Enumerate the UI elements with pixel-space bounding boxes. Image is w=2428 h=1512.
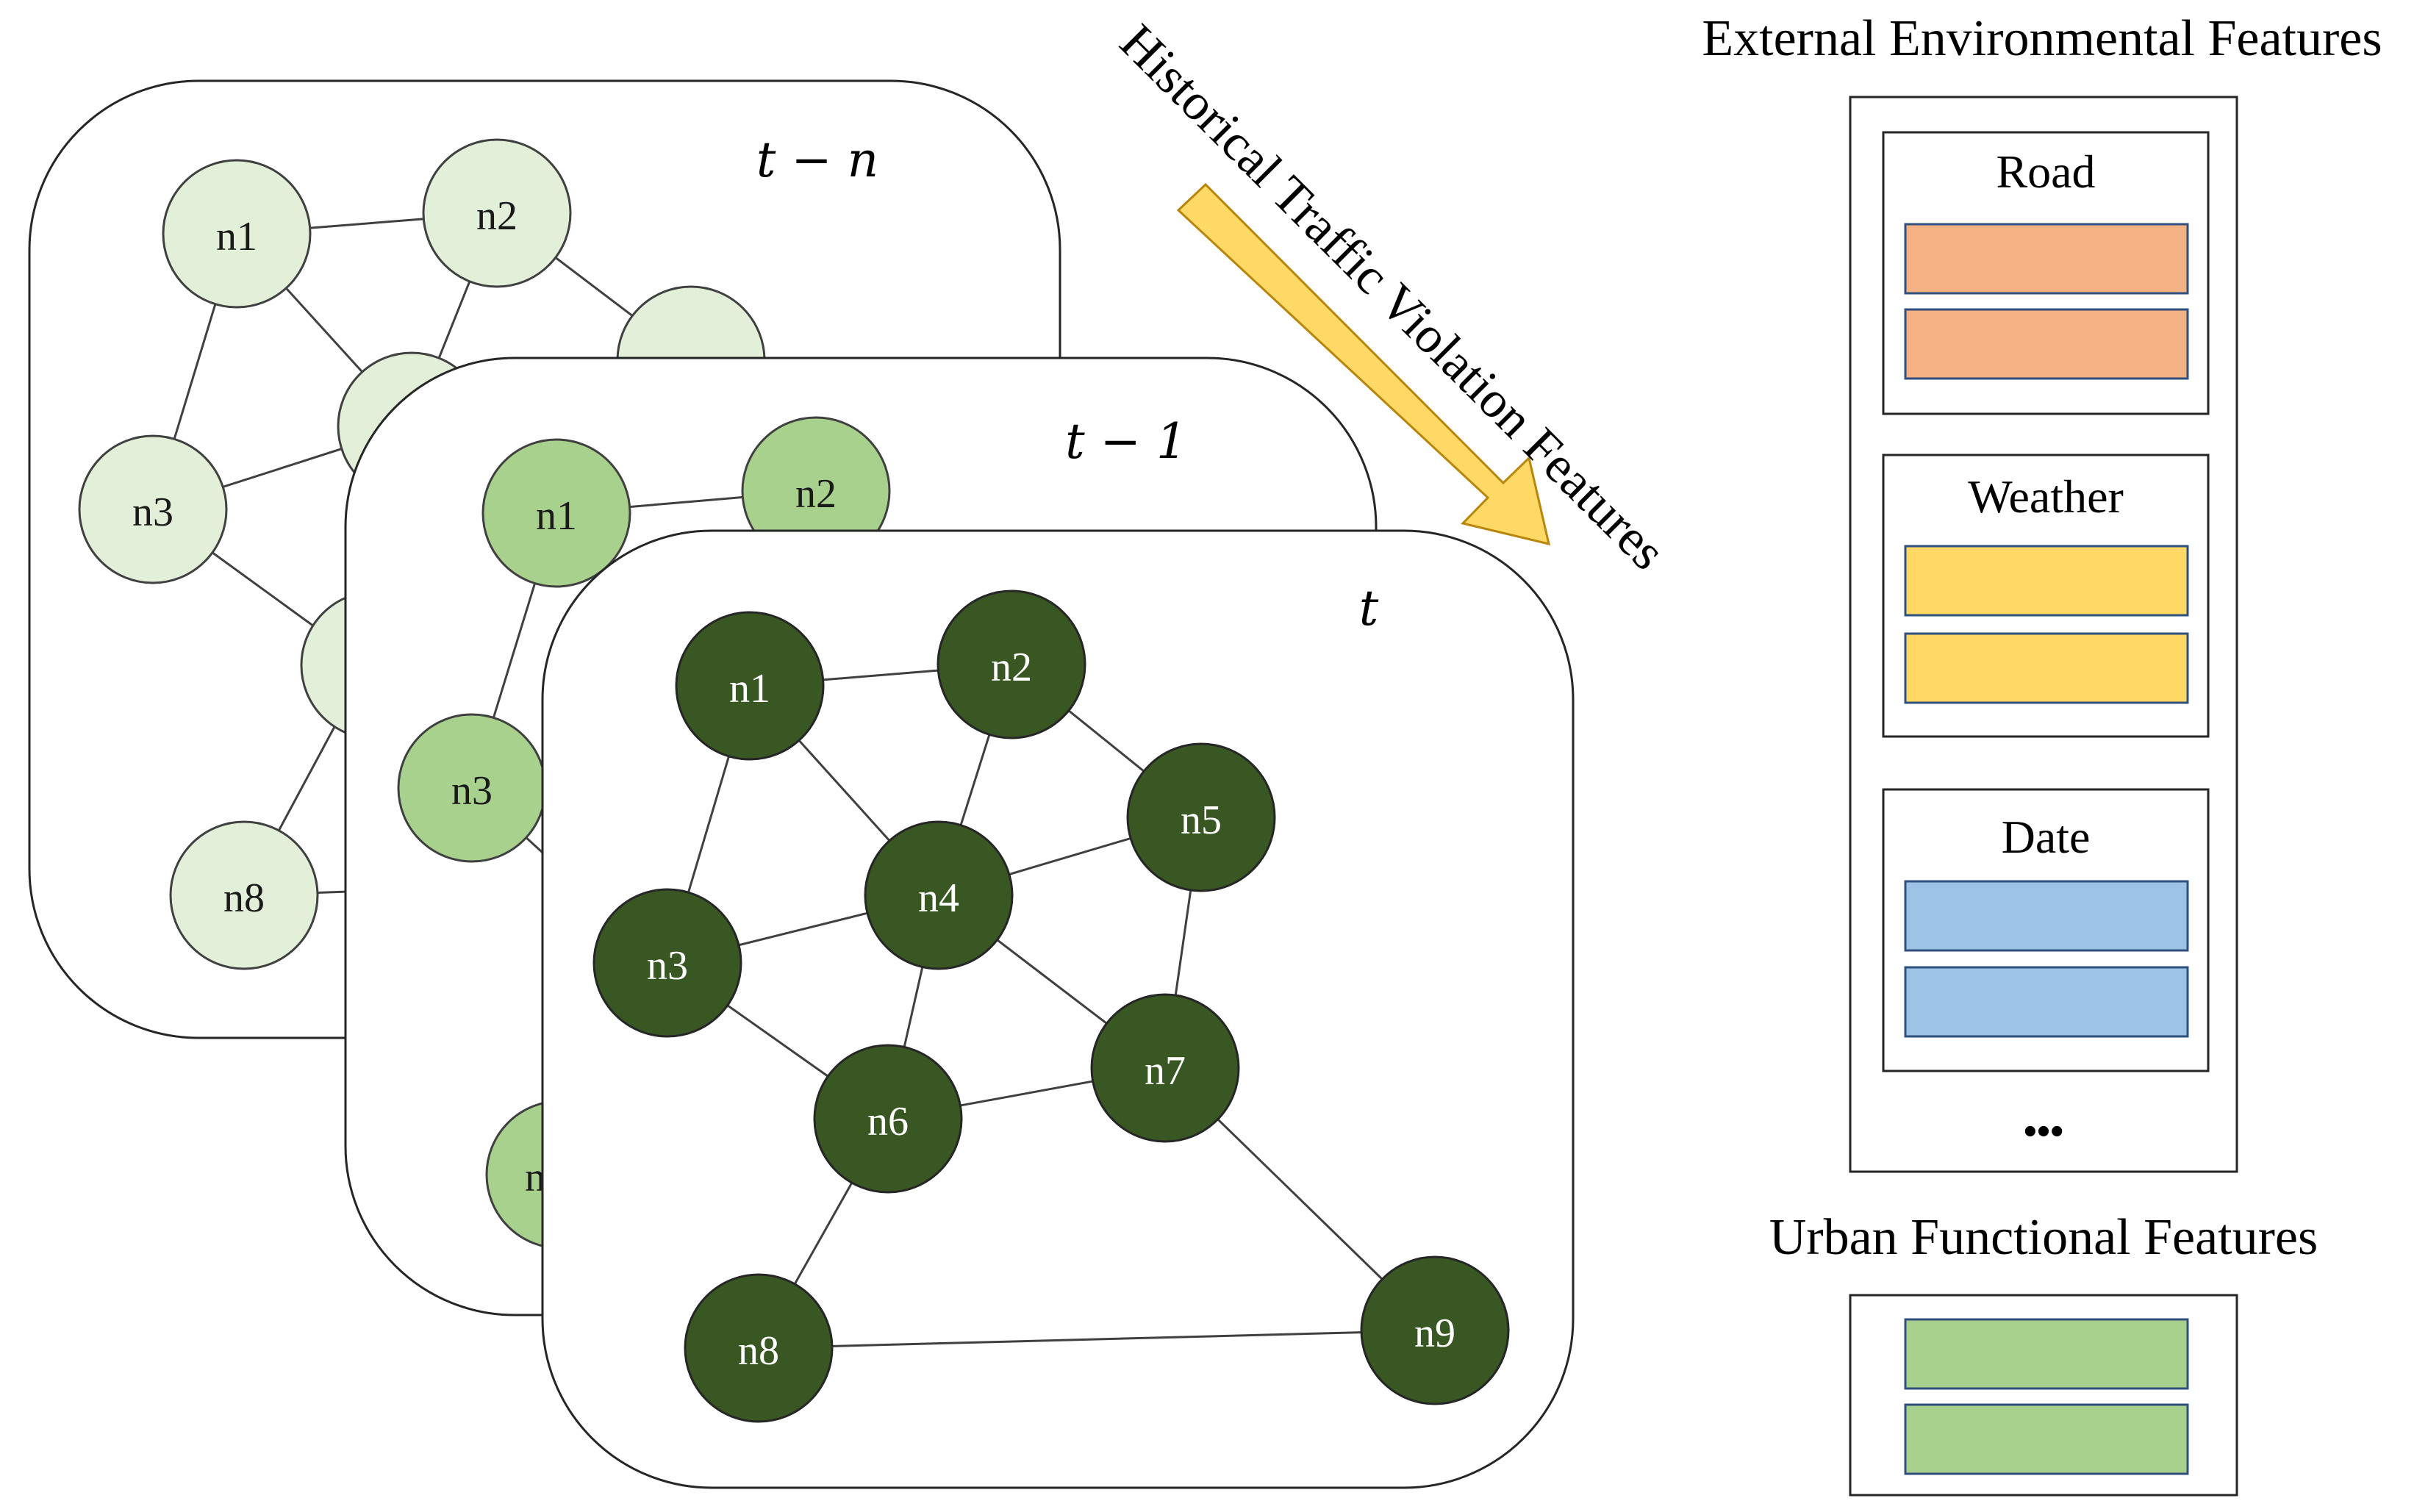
node-label: n2 [476,193,518,239]
group-road: Road [1882,131,2210,415]
date-feature-bar [1904,880,2189,952]
urban-feature-bar [1904,1318,2189,1390]
node-n1 [675,611,825,761]
weather-feature-bar [1904,632,2189,704]
frame-t: n1 n2 n3 n4 n5 n6 n7 n8 n9 t [541,529,1575,1489]
node-n4 [864,820,1014,970]
road-feature-bar [1904,308,2189,380]
node-label: n1 [536,493,577,539]
node-label-n1: n1 [729,666,770,712]
group-date-title: Date [2002,811,2091,863]
node-n3 [592,888,742,1038]
external-panel-title: External Environmental Features [1702,10,2382,67]
urban-features-panel: Urban Functional Features [1769,1209,2318,1497]
node-label-n3: n3 [647,943,688,989]
node-n3 [78,434,228,584]
frame-t-border [541,529,1575,1489]
group-road-title: Road [1996,146,2095,198]
node-label-n9: n9 [1414,1311,1455,1356]
urban-panel-title: Urban Functional Features [1769,1209,2318,1266]
node-n2 [937,590,1086,739]
node-n7 [1090,993,1240,1143]
group-date: Date [1882,788,2210,1072]
node-label: n3 [451,768,493,814]
frame-t-nodes: n1 n2 n3 n4 n5 n6 n7 n8 n9 [592,590,1510,1423]
node-label-n8: n8 [738,1328,779,1374]
arrow-shape [1176,182,1551,546]
node-label-n2: n2 [991,645,1032,690]
frame-label-t-minus-1: t − 1 [1065,413,1187,470]
node-n8 [169,820,319,970]
frame-label-t: t [1359,580,1379,637]
urban-feature-bar [1904,1403,2189,1475]
node-label-n4: n4 [918,875,959,921]
node-n6 [813,1044,963,1194]
node-label: n3 [132,490,173,535]
external-features-panel: External Environmental Features Road Wea… [1702,10,2382,1173]
frame-label-t-minus-n: t − n [756,132,878,188]
node-label: n2 [795,471,837,517]
node-label-n5: n5 [1181,798,1222,843]
node-n1 [481,438,631,588]
date-feature-bar [1904,966,2189,1038]
node-label: n8 [223,875,265,921]
node-n8 [684,1273,834,1423]
node-n5 [1126,742,1276,892]
ellipsis: ••• [2024,1111,2064,1153]
group-weather: Weather [1882,454,2210,738]
edge-n8-n9 [758,1329,1436,1350]
node-n2 [422,138,572,288]
node-label-n6: n6 [867,1099,909,1144]
weather-feature-bar [1904,545,2189,617]
node-label: n1 [216,214,257,259]
group-weather-title: Weather [1968,470,2124,523]
node-n1 [162,159,312,309]
road-feature-bar [1904,223,2189,295]
node-label-n7: n7 [1145,1048,1186,1094]
node-n9 [1360,1255,1510,1405]
